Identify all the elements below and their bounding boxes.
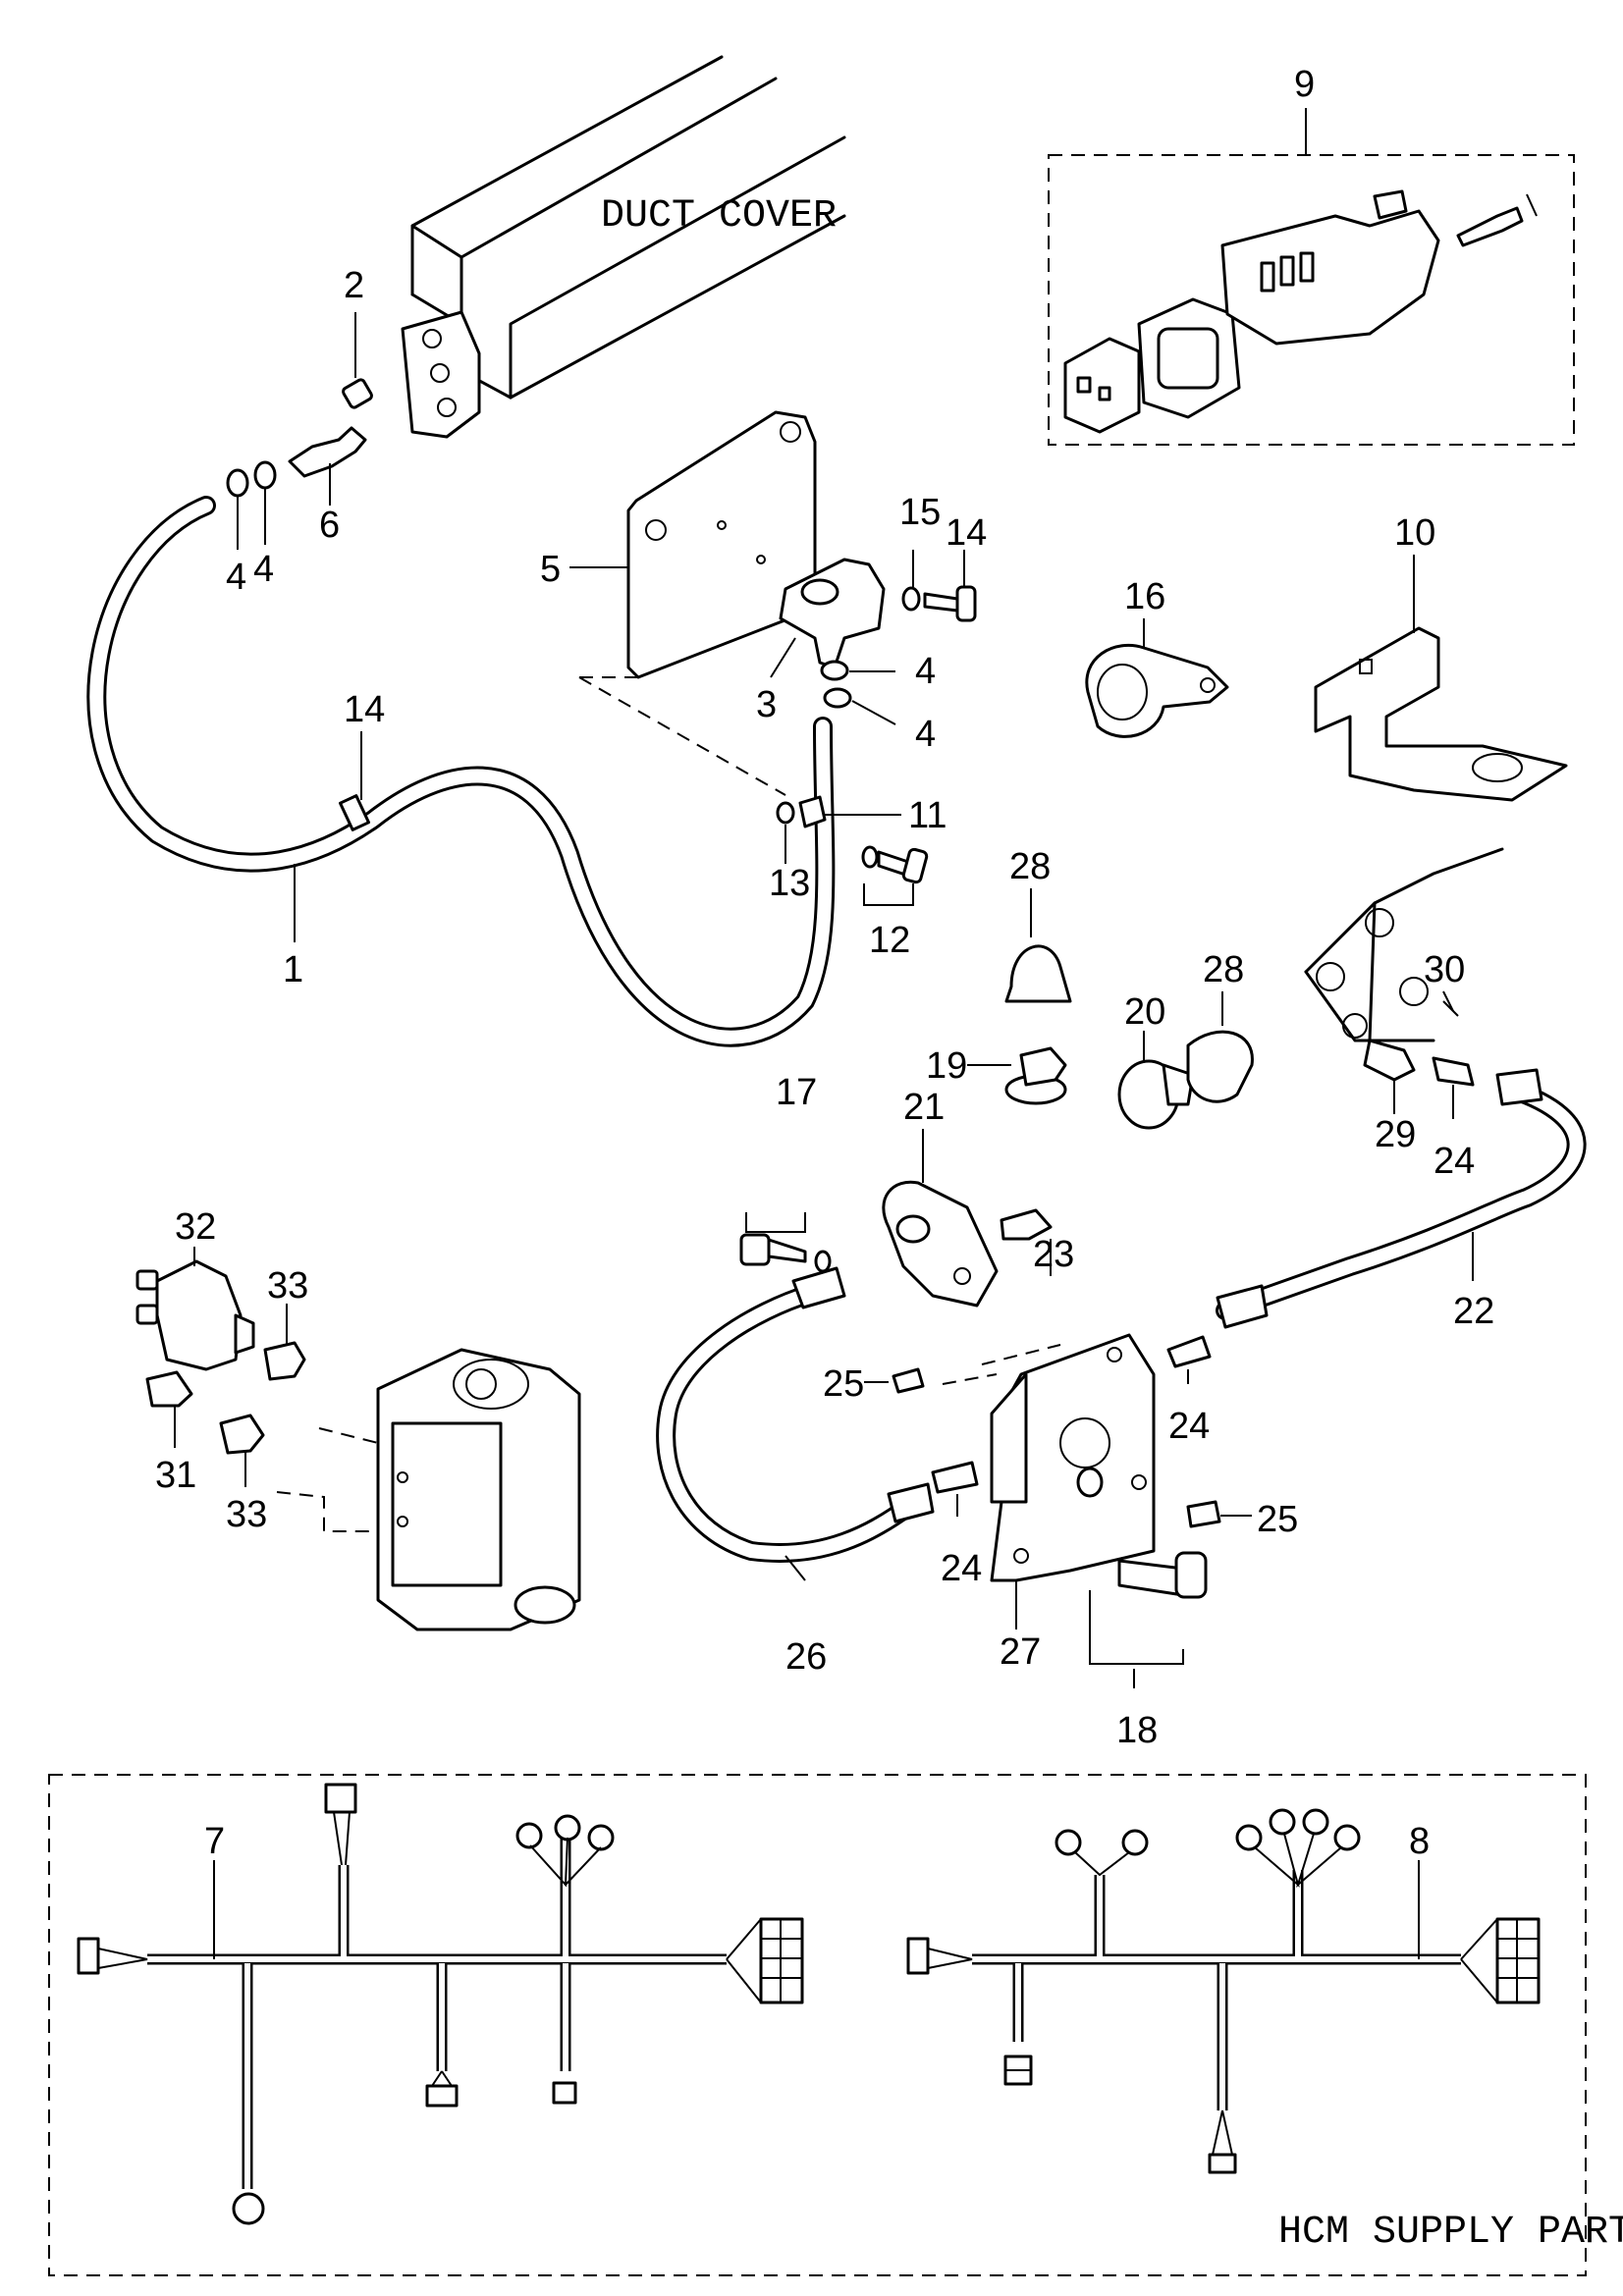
callout-4: 4: [253, 549, 274, 590]
callout-4: 4: [226, 557, 246, 598]
callout-5: 5: [540, 549, 561, 590]
part-7-harness: [77, 1783, 804, 2225]
duct-cover: DUCT COVER: [401, 55, 846, 439]
callout-8: 8: [1409, 1821, 1430, 1862]
part-9-connector-kit: [1048, 108, 1575, 446]
callout-20: 20: [1124, 991, 1165, 1033]
part-24-fitting-low: [931, 1461, 979, 1517]
callout-numbers: 2 6 4 4 5 15 14 3 4 4 14 11 13 12 1 9 16…: [155, 64, 1494, 1862]
part-3-sensor: [770, 558, 886, 678]
hcm-supply-label: HCM SUPPLY PART: [1278, 2211, 1623, 2255]
callout-33: 33: [226, 1494, 267, 1535]
part-19-switch: [967, 1046, 1067, 1105]
callout-6: 6: [319, 505, 340, 546]
part-24-fitting-mid: [1166, 1335, 1212, 1384]
part-20-switch: [1117, 1031, 1195, 1130]
part-33-fitting-top: [263, 1304, 306, 1381]
callout-32: 32: [175, 1206, 216, 1248]
part-13-washer: [776, 801, 795, 864]
part-32-solenoid: [135, 1247, 255, 1371]
callout-25: 25: [1257, 1499, 1298, 1540]
callout-31: 31: [155, 1455, 196, 1496]
callout-24: 24: [1168, 1406, 1210, 1447]
part-16-clamp: [1085, 618, 1229, 738]
part-26-hose: [656, 1266, 935, 1581]
valve-body: [276, 1348, 581, 1631]
part-25-plug-right: [1186, 1500, 1252, 1528]
callout-14: 14: [344, 689, 385, 730]
callout-29: 29: [1375, 1114, 1416, 1155]
callout-28: 28: [1203, 949, 1244, 990]
part-12-bolt: [861, 845, 929, 906]
callout-21: 21: [903, 1087, 945, 1128]
part-11-clip: [798, 795, 901, 828]
callout-24: 24: [941, 1548, 982, 1589]
duct-cover-label: DUCT COVER: [601, 194, 837, 239]
part-5-bracket: [569, 410, 817, 679]
part-33-fitting-bottom: [219, 1414, 265, 1487]
callout-25: 25: [823, 1363, 864, 1405]
callout-4: 4: [915, 714, 936, 755]
callout-4: 4: [915, 651, 936, 692]
part-17-bolt: [739, 1212, 832, 1273]
callout-10: 10: [1394, 512, 1435, 554]
callout-33: 33: [267, 1265, 308, 1307]
callout-15: 15: [899, 492, 941, 533]
part-27-bracket: [942, 1333, 1156, 1629]
part-28-cap-right: [1186, 991, 1254, 1103]
part-24-fitting-right: [1432, 1056, 1475, 1119]
part-4-clips-left: [226, 460, 277, 550]
part-2-plug: [342, 312, 373, 409]
part-29-fitting: [1363, 1039, 1416, 1114]
part-15-washer: [901, 550, 921, 612]
part-23-adapter: [1000, 1208, 1053, 1276]
callout-30: 30: [1424, 949, 1465, 990]
callout-1: 1: [283, 949, 303, 990]
callout-16: 16: [1124, 576, 1165, 617]
part-25-plug-left: [864, 1367, 925, 1394]
callout-3: 3: [756, 684, 777, 725]
callout-11: 11: [908, 795, 947, 836]
callout-18: 18: [1116, 1710, 1158, 1751]
part-8-harness: [906, 1808, 1541, 2174]
callout-7: 7: [204, 1821, 225, 1862]
callout-23: 23: [1033, 1234, 1074, 1275]
part-14-bolt: [923, 550, 977, 622]
part-21-block: [882, 1129, 999, 1308]
part-22-hose: [1216, 1068, 1587, 1329]
part-18-bolt: [1076, 1467, 1208, 1688]
callout-19: 19: [926, 1045, 967, 1087]
part-4-clips-right: [820, 660, 896, 725]
part-28-cap-top: [1004, 888, 1072, 1003]
callout-13: 13: [769, 863, 810, 904]
part-1-hose: [86, 496, 836, 1047]
part-30-screw: [1442, 1000, 1459, 1017]
callout-26: 26: [785, 1636, 827, 1678]
engine-housing-right: [1304, 847, 1504, 1042]
callout-14: 14: [946, 512, 987, 554]
hcm-supply-box: HCM SUPPLY PART: [48, 1774, 1623, 2276]
part-31-fitting: [145, 1370, 193, 1448]
callout-12: 12: [869, 920, 910, 961]
callout-9: 9: [1294, 64, 1315, 105]
callout-27: 27: [1000, 1631, 1041, 1673]
callout-22: 22: [1453, 1291, 1494, 1332]
callout-28: 28: [1009, 846, 1051, 887]
callout-17: 17: [776, 1072, 817, 1113]
part-10-bracket: [1314, 555, 1568, 802]
callout-2: 2: [344, 265, 364, 306]
callout-24: 24: [1434, 1141, 1475, 1182]
part-6-fitting: [288, 426, 367, 506]
